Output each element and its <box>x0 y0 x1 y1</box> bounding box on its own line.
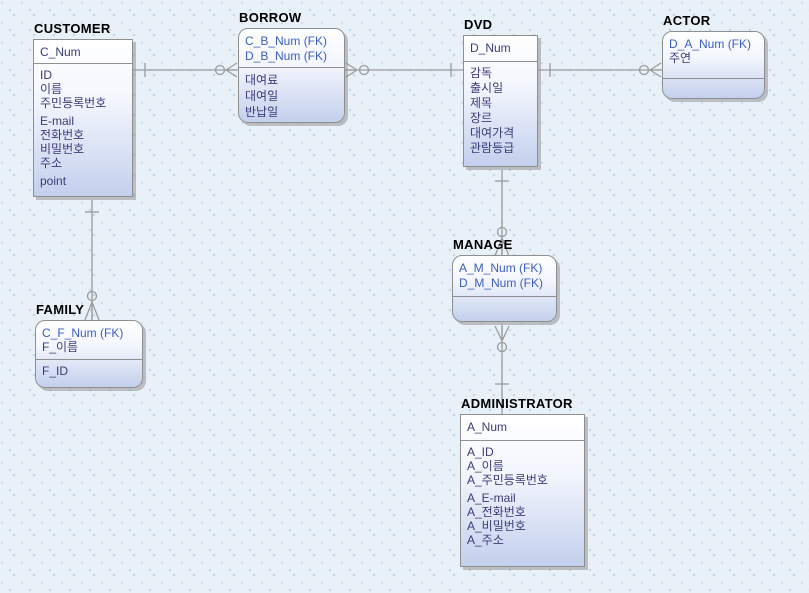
entity-title: ADMINISTRATOR <box>461 396 573 411</box>
zero-circle <box>496 341 508 353</box>
attribute: 대여가격 <box>470 126 515 140</box>
entity-administrator[interactable]: ADMINISTRATOR A_Num A_ID A_이름 A_주민등록번호 A… <box>460 396 585 567</box>
entity-dvd[interactable]: DVD D_Num 감독 출시일 제목 장르 대여가격 관람등급 <box>463 17 538 167</box>
attribute: 대여일 <box>245 89 279 103</box>
attribute: F_ID <box>42 364 69 378</box>
attribute: A_전화번호 <box>467 505 526 519</box>
crow-foot-icon <box>225 62 238 78</box>
zero-circle <box>496 226 508 238</box>
attribute: 장르 <box>470 111 493 125</box>
entity-title: DVD <box>464 17 493 32</box>
key-area: D_A_Num (FK) 주연 <box>663 32 764 78</box>
crow-foot-icon <box>494 325 510 342</box>
key-area: C_F_Num (FK) F_이름 <box>36 321 142 359</box>
entity-borrow[interactable]: BORROW C_B_Num (FK) D_B_Num (FK) 대여료 대여일… <box>238 10 345 123</box>
attribute: A_이름 <box>467 459 504 473</box>
entity-title: FAMILY <box>36 302 85 317</box>
key-area: A_M_Num (FK) D_M_Num (FK) <box>453 256 556 296</box>
attribute: 이름 <box>40 82 63 96</box>
relationship-dvd-actor[interactable] <box>538 62 662 78</box>
attribute: 주소 <box>40 156 63 170</box>
primary-key: D_Num <box>470 41 511 55</box>
relationship-administrator-manage[interactable] <box>494 325 510 415</box>
attribute: 관람등급 <box>470 141 515 155</box>
crow-foot-icon <box>345 62 358 78</box>
primary-key: 주연 <box>669 51 692 65</box>
attribute-area: ID 이름 주민등록번호 E-mail 전화번호 비밀번호 주소 point <box>34 63 132 196</box>
foreign-key: D_B_Num (FK) <box>245 49 328 63</box>
entity-family[interactable]: FAMILY C_F_Num (FK) F_이름 F_ID <box>35 302 143 388</box>
attribute: 반납일 <box>245 105 279 119</box>
entity-title: ACTOR <box>663 13 711 28</box>
crow-foot-icon <box>494 237 510 257</box>
relationship-customer-borrow[interactable] <box>133 62 238 78</box>
attribute: A_E-mail <box>467 491 516 505</box>
entity-actor[interactable]: ACTOR D_A_Num (FK) 주연 <box>662 13 765 99</box>
crow-foot-icon <box>649 62 662 78</box>
attribute-area <box>663 78 764 98</box>
attribute: A_ID <box>467 445 494 459</box>
attribute: 대여료 <box>245 73 279 87</box>
zero-circle <box>86 290 98 302</box>
attribute-area: A_ID A_이름 A_주민등록번호 A_E-mail A_전화번호 A_비밀번… <box>461 440 584 566</box>
attribute: 전화번호 <box>40 128 85 142</box>
foreign-key: C_B_Num (FK) <box>245 34 328 48</box>
relationship-dvd-borrow[interactable] <box>345 62 463 78</box>
crow-foot-icon <box>84 301 100 321</box>
attribute: E-mail <box>40 114 75 128</box>
key-area: C_Num <box>34 40 132 63</box>
zero-circle <box>358 64 370 76</box>
foreign-key: C_F_Num (FK) <box>42 326 124 340</box>
zero-circle <box>214 64 226 76</box>
attribute: A_주소 <box>467 533 504 547</box>
entity-title: MANAGE <box>453 237 513 252</box>
attribute: 감독 <box>470 66 493 80</box>
attribute-area: F_ID <box>36 359 142 387</box>
relationship-customer-family[interactable] <box>84 200 100 322</box>
attribute-area: 대여료 대여일 반납일 <box>239 67 344 122</box>
primary-key: F_이름 <box>42 340 79 354</box>
attribute: point <box>40 174 67 188</box>
entity-manage[interactable]: MANAGE A_M_Num (FK) D_M_Num (FK) <box>452 237 557 322</box>
entity-customer[interactable]: CUSTOMER C_Num ID 이름 주민등록번호 E-mail 전화번호 … <box>33 21 133 197</box>
attribute-area <box>453 296 556 321</box>
foreign-key: D_M_Num (FK) <box>459 276 544 290</box>
entity-title: BORROW <box>239 10 302 25</box>
key-area: D_Num <box>464 36 537 61</box>
primary-key: A_Num <box>467 420 508 434</box>
attribute: 출시일 <box>470 81 504 95</box>
entity-title: CUSTOMER <box>34 21 111 36</box>
key-area: C_B_Num (FK) D_B_Num (FK) <box>239 29 344 67</box>
key-area: A_Num <box>461 415 584 440</box>
attribute: A_주민등록번호 <box>467 473 548 487</box>
attribute: 주민등록번호 <box>40 96 107 110</box>
zero-circle <box>638 64 650 76</box>
attribute: 비밀번호 <box>40 142 85 156</box>
attribute-area: 감독 출시일 제목 장르 대여가격 관람등급 <box>464 61 537 166</box>
attribute: A_비밀번호 <box>467 519 526 533</box>
relationship-dvd-manage[interactable] <box>494 170 510 258</box>
attribute: ID <box>40 68 52 82</box>
attribute: 제목 <box>470 96 493 110</box>
primary-key: C_Num <box>40 45 81 59</box>
foreign-key: D_A_Num (FK) <box>669 37 752 51</box>
foreign-key: A_M_Num (FK) <box>459 261 543 275</box>
